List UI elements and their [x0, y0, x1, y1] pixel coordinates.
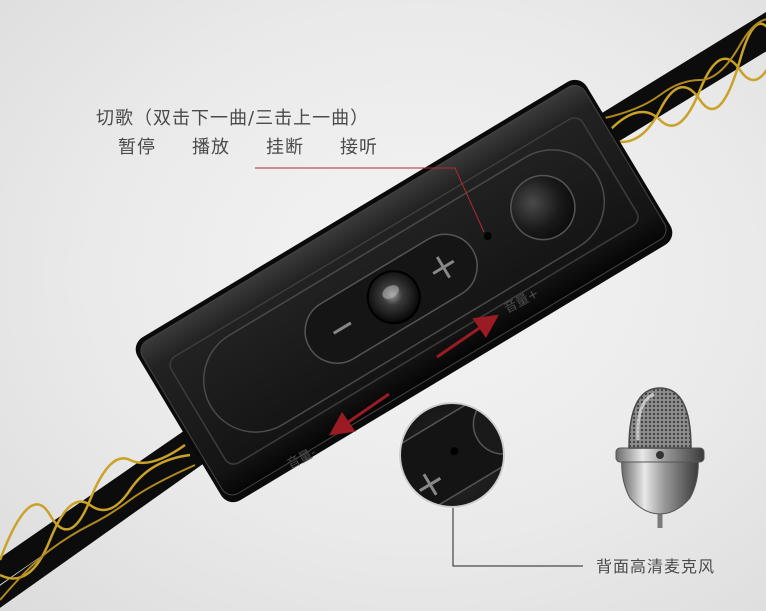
multi-function-button[interactable] [499, 164, 587, 252]
mic-callout-line [452, 508, 583, 567]
volume-up-button[interactable] [427, 251, 460, 284]
microphone-caption: 背面高清麦克风 [596, 557, 716, 576]
function-play: 播放 [192, 137, 230, 158]
volume-down-arrow [329, 392, 390, 436]
remote-control [135, 79, 673, 503]
microphone-icon [615, 387, 705, 528]
function-hang-up: 挂断 [266, 137, 304, 158]
function-title: 切歌（双击下一曲/三击上一曲） [96, 108, 370, 129]
function-pause: 暂停 [118, 137, 156, 158]
volume-up-arrow [436, 314, 499, 359]
function-answer: 接听 [340, 137, 378, 158]
cable-top [589, 12, 766, 151]
cable-bottom [0, 429, 209, 608]
function-list: 暂停 播放 挂断 接听 [118, 133, 378, 159]
function-callout-line [255, 167, 485, 233]
indicator-dot [483, 232, 492, 241]
